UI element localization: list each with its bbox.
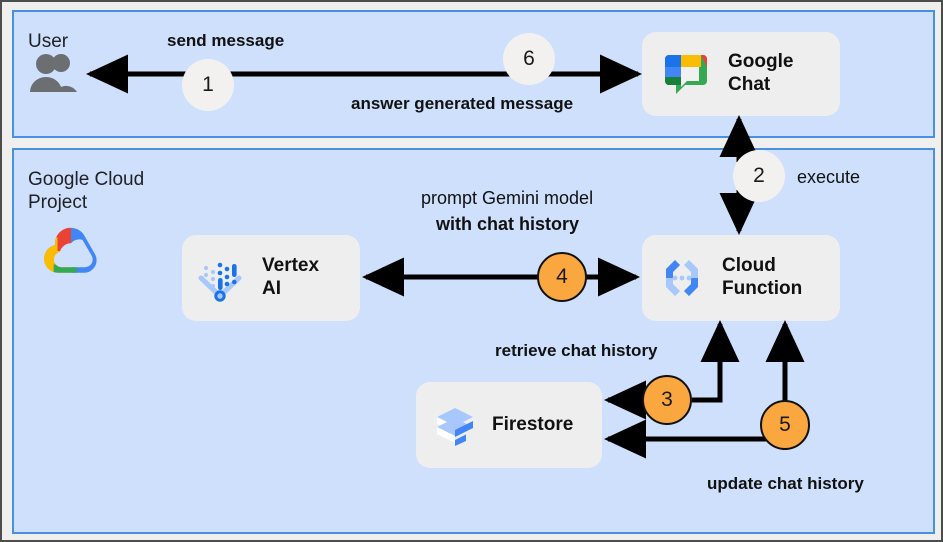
node-google-chat-label: Google Chat: [728, 51, 794, 95]
step-badge-1[interactable]: 1: [182, 59, 234, 111]
label-send-message: send message: [167, 31, 285, 50]
panel-google-cloud-project-title: Google Cloud Project: [28, 169, 145, 214]
step-badge-2[interactable]: 2: [733, 150, 785, 202]
label-with-chat-history: with chat history: [436, 214, 580, 234]
node-vertex-ai-label: Vertex AI: [262, 255, 320, 299]
label-answer-generated-message: answer generated message: [351, 94, 574, 113]
people-icon: [26, 52, 78, 96]
node-cloud-function-label: Cloud Function: [722, 255, 803, 299]
label-execute: execute: [797, 167, 861, 187]
node-vertex-ai[interactable]: Vertex AI: [182, 235, 360, 321]
firestore-icon: [428, 400, 482, 450]
label-update-chat-history: update chat history: [707, 474, 864, 493]
cloud-function-icon: [654, 252, 710, 304]
node-firestore[interactable]: Firestore: [416, 382, 602, 468]
step-badge-4[interactable]: 4: [537, 252, 587, 302]
panel-user-title: User: [28, 31, 69, 52]
node-google-chat[interactable]: Google Chat: [642, 32, 840, 116]
vertex-ai-icon: [192, 252, 250, 304]
label-retrieve-chat-history: retrieve chat history: [495, 341, 658, 360]
google-cloud-icon: [40, 224, 102, 278]
step-badge-3[interactable]: 3: [642, 375, 692, 425]
node-cloud-function[interactable]: Cloud Function: [642, 235, 840, 321]
step-badge-5[interactable]: 5: [760, 400, 810, 450]
step-badge-6[interactable]: 6: [503, 33, 555, 85]
google-chat-icon: [656, 49, 716, 99]
label-prompt-gemini-model: prompt Gemini model: [421, 188, 594, 208]
node-firestore-label: Firestore: [492, 413, 574, 435]
